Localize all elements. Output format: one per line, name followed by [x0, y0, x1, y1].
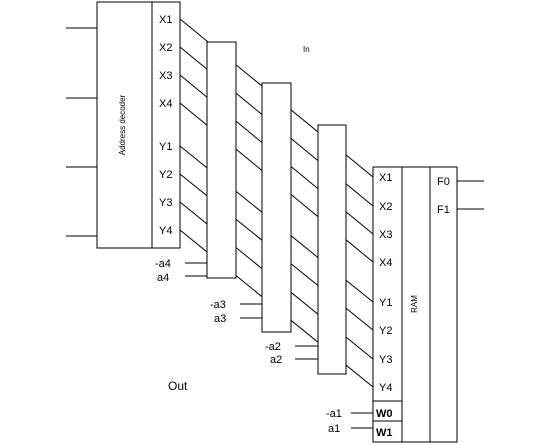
switch-label-pos-a2: a2 [270, 354, 282, 366]
decoder-output-y2: Y2 [159, 169, 172, 181]
switch-label-neg-a3: -a3 [210, 299, 226, 311]
ram-input-x1: X1 [379, 172, 392, 184]
ram-input-x3: X3 [379, 229, 392, 241]
switch-block-a2 [317, 124, 347, 375]
in-label: In [303, 45, 310, 54]
decoder-output-y4: Y4 [159, 225, 172, 237]
decoder-output-x1: X1 [159, 14, 172, 26]
ram-input-y1: Y1 [379, 297, 392, 309]
ram-output-f1: F1 [437, 204, 450, 216]
ram-input-y4: Y4 [379, 382, 392, 394]
switch-block-a4 [206, 41, 237, 279]
decoder-output-x2: X2 [159, 42, 172, 54]
out-label: Out [168, 379, 188, 393]
ram-input-x4: X4 [379, 257, 392, 269]
ram-output-column [429, 166, 458, 443]
address-decoder-outputs [151, 1, 181, 249]
decoder-output-y3: Y3 [159, 197, 172, 209]
switch-label-pos-a4: a4 [157, 272, 169, 284]
switch-label-neg-a2: -a2 [265, 341, 281, 353]
ram-title: RAM [410, 295, 419, 313]
switch-label-pos-a1: a1 [328, 423, 340, 435]
switch-label-pos-a3: a3 [214, 313, 226, 325]
switch-label-neg-a4: -a4 [155, 258, 171, 270]
ram-input-y3: Y3 [379, 354, 392, 366]
address-decoder-title: Address decoder [118, 94, 127, 155]
decoder-output-x4: X4 [159, 98, 172, 110]
decoder-output-x3: X3 [159, 70, 172, 82]
ram-input-x2: X2 [379, 201, 392, 213]
ram-write-w0: W0 [376, 408, 393, 420]
ram-input-y2: Y2 [379, 325, 392, 337]
decoder-output-y1: Y1 [159, 141, 172, 153]
switch-label-neg-a1: -a1 [326, 408, 342, 420]
ram-output-f0: F0 [437, 176, 450, 188]
switch-block-a3 [261, 82, 292, 333]
ram-write-w1: W1 [376, 427, 393, 439]
